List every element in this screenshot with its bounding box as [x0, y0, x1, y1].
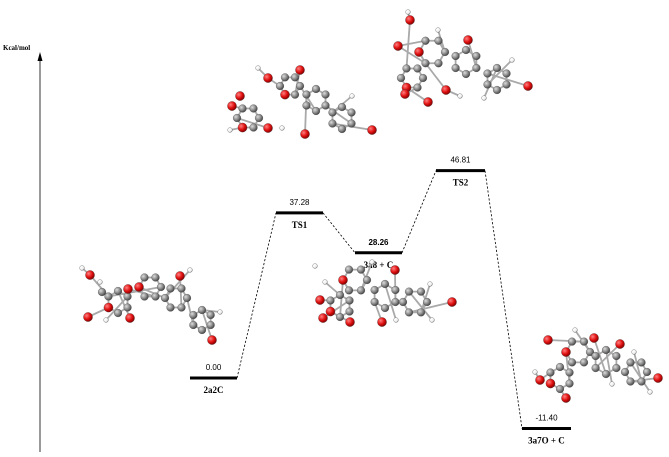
- level-label-3a7O: 3a7O + C: [528, 436, 565, 446]
- path-TS2-to-3a7O: [484, 170, 523, 429]
- energy-value-3a8: 28.26: [368, 238, 389, 247]
- molecule-TS1: [227, 65, 377, 139]
- energy-value-3a7O: -11.40: [535, 414, 558, 423]
- y-axis-label: Kcal/mol: [3, 44, 31, 52]
- reaction-path: [236, 170, 523, 429]
- molecule-2a2C: [79, 265, 223, 345]
- energy-value-TS2: 46.81: [450, 156, 471, 165]
- y-axis-arrowhead: [37, 52, 43, 61]
- molecule-3a7O: [532, 327, 663, 403]
- level-label-2a2C: 2a2C: [204, 385, 224, 395]
- level-label-TS1: TS1: [292, 220, 308, 230]
- molecule-TS2: [393, 9, 533, 107]
- path-3a8-to-TS2: [401, 170, 437, 253]
- energy-value-TS1: 37.28: [289, 198, 310, 207]
- path-TS1-to-3a8: [322, 212, 356, 254]
- level-label-TS2: TS2: [453, 178, 469, 188]
- molecular-structures: [79, 9, 663, 403]
- molecule-3a8: [312, 259, 457, 327]
- energy-value-2a2C: 0.00: [206, 363, 222, 372]
- level-label-3a8: 3a8 + C: [364, 260, 394, 270]
- path-2a2C-to-TS1: [236, 212, 277, 379]
